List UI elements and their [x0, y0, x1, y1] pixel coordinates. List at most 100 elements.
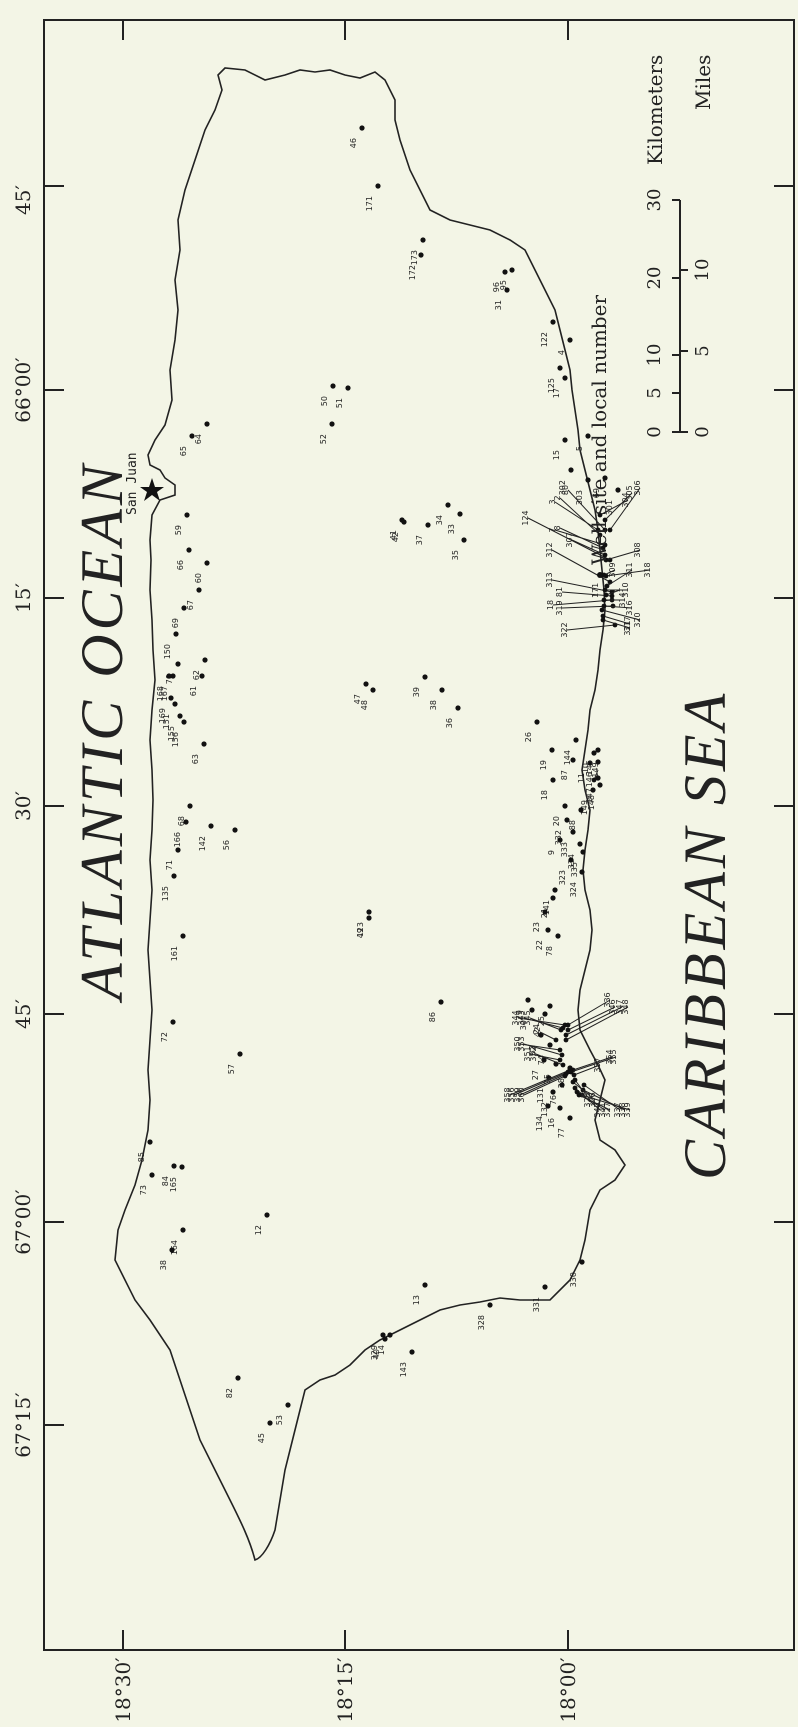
- well-number: 7: [548, 527, 557, 532]
- well-dot: [547, 1003, 553, 1009]
- well-dot: [595, 527, 601, 533]
- well-number: 345: [523, 1010, 532, 1025]
- well-number: 39: [412, 687, 421, 697]
- well-dot: [597, 532, 603, 538]
- well-dot: [603, 592, 609, 598]
- well-number: 11: [577, 773, 586, 783]
- well-number: 352: [529, 1046, 538, 1061]
- leader-line: [519, 1073, 567, 1096]
- leader-line: [527, 517, 611, 561]
- well-number: 324: [569, 882, 578, 897]
- well-number: 336: [603, 992, 612, 1007]
- well-number: 13: [412, 1295, 421, 1305]
- well-dot: [186, 547, 192, 553]
- well-number: 42: [533, 1027, 542, 1037]
- well-dot: [542, 1284, 548, 1290]
- well-number: 314: [618, 592, 627, 607]
- coastline: [114, 67, 626, 1561]
- well-number: 359: [513, 1087, 522, 1102]
- well-dot: [557, 837, 563, 843]
- leader-line: [578, 1094, 611, 1111]
- well-dot: [562, 1073, 568, 1079]
- well-number: 18: [546, 600, 555, 610]
- well-number: 63: [191, 754, 200, 764]
- well-number: 313: [545, 572, 554, 587]
- leader-line: [599, 499, 629, 516]
- mile-tick-label: 0: [692, 426, 713, 437]
- well-number: 302: [558, 480, 567, 495]
- well-number: 69: [592, 488, 601, 498]
- well-dot: [552, 887, 558, 893]
- ocean-label-north: ATLANTIC OCEAN: [69, 461, 135, 1004]
- well-dot: [179, 1164, 185, 1170]
- well-number: 151: [162, 714, 171, 729]
- leader-line: [581, 1094, 631, 1111]
- well-number: 81: [555, 587, 564, 597]
- well-number: 64: [194, 434, 203, 444]
- well-number: 134: [535, 1116, 544, 1131]
- well-dot: [545, 1103, 551, 1109]
- well-number: 12: [254, 1225, 263, 1235]
- well-number: 141: [542, 900, 551, 915]
- well-dot: [563, 1032, 569, 1038]
- km-tick-label: 20: [644, 267, 665, 290]
- well-dot: [445, 502, 451, 508]
- well-dot: [563, 1037, 569, 1043]
- city-label: San Juan: [125, 452, 140, 515]
- lat-label: 18°30′: [111, 1657, 135, 1723]
- well-number: 166: [173, 832, 182, 847]
- leader-line: [554, 501, 599, 531]
- well-dot: [580, 849, 586, 855]
- well-number: 61: [189, 686, 198, 696]
- well-dot: [330, 383, 336, 389]
- well-number: 356: [507, 1087, 516, 1102]
- well-number: 341: [598, 1102, 607, 1117]
- well-number: 56: [222, 840, 231, 850]
- leader-line: [513, 1071, 569, 1096]
- well-dot: [502, 269, 508, 275]
- well-dot: [603, 557, 609, 563]
- well-dot: [345, 385, 351, 391]
- well-dot: [184, 512, 190, 518]
- leader-line: [605, 589, 621, 596]
- well-number: 125: [547, 378, 556, 393]
- well-dot: [418, 252, 424, 258]
- well-number: 325: [583, 1092, 592, 1107]
- well-dot: [166, 673, 172, 679]
- well-dot: [541, 1057, 547, 1063]
- well-dot: [550, 319, 556, 325]
- well-dot: [382, 1336, 388, 1342]
- well-dot: [457, 511, 463, 517]
- well-dot: [591, 750, 597, 756]
- well-dot: [570, 829, 576, 835]
- well-dot: [366, 915, 372, 921]
- well-dot: [568, 1069, 574, 1075]
- well-dot: [599, 607, 605, 613]
- well-number: 332: [554, 830, 563, 845]
- scale-bar: 30 20 10 5 0 10 5 0 Kilometers Miles: [643, 55, 715, 438]
- km-label: Kilometers: [643, 55, 667, 165]
- well-number: 96: [492, 282, 501, 292]
- well-dot: [553, 1037, 559, 1043]
- well-dot: [529, 1007, 535, 1013]
- longitude-labels: 45′ 66°00′ 15′ 30′ 45′ 67°00′ 67°15′: [11, 185, 35, 1458]
- well-dot: [173, 631, 179, 637]
- well-number: 10: [581, 763, 590, 773]
- leader-line: [529, 1017, 562, 1031]
- km-tick-label: 10: [644, 344, 665, 367]
- leader-line: [573, 1064, 601, 1076]
- well-number: 47: [353, 694, 362, 704]
- well-number: 326: [588, 1092, 597, 1107]
- well-number: 330: [569, 1272, 578, 1287]
- well-number: 26: [524, 732, 533, 742]
- well-number: 305: [625, 485, 634, 500]
- well-dot: [409, 1349, 415, 1355]
- well-number: 5: [575, 446, 584, 451]
- leader-line: [565, 1006, 629, 1041]
- well-number: 24: [532, 1024, 541, 1034]
- well-dot: [591, 777, 597, 783]
- well-number: 145: [585, 760, 594, 775]
- well-dot: [579, 869, 585, 875]
- well-dot: [264, 1212, 270, 1218]
- well-number: 33: [447, 524, 456, 534]
